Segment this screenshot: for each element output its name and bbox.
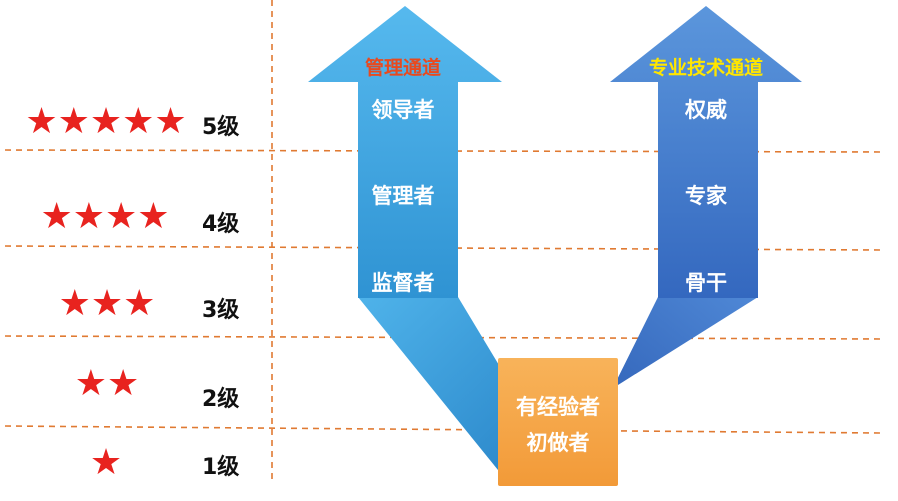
stars-level-5: ★★★★★: [25, 101, 186, 142]
technical-track-diagonal: [592, 297, 758, 430]
management-role-manager: 管理者: [372, 184, 435, 208]
level-4-label: 4级: [202, 211, 239, 237]
level-3-label: 3级: [202, 297, 239, 323]
technical-role-expert: 专家: [685, 184, 728, 208]
stars-level-4: ★★★★: [40, 196, 169, 237]
technical-track-shaft: [610, 6, 802, 298]
base-experienced-label: 有经验者: [516, 395, 600, 419]
base-box: 有经验者 初做者: [498, 358, 618, 486]
stars-level-3: ★★★: [59, 283, 156, 324]
level-divider: [4, 425, 881, 434]
technical-track-title: 专业技术通道: [649, 56, 763, 79]
management-track-diagonal: [358, 297, 538, 470]
management-track-arrow: 管理通道 领导者 管理者 监督者: [308, 6, 538, 470]
level-2-label: 2级: [202, 386, 239, 412]
stars-level-2: ★★: [75, 363, 140, 404]
level-5-label: 5级: [202, 114, 239, 140]
stars-level-1: ★: [90, 442, 122, 483]
technical-role-backbone: 骨干: [685, 271, 727, 295]
management-track-title: 管理通道: [365, 56, 441, 79]
management-role-leader: 领导者: [372, 98, 435, 122]
management-track-shaft: [308, 6, 502, 298]
level-legend: ★★★★★ 5级 ★★★★ 4级 ★★★ 3级 ★★ 2级 ★ 1级: [25, 101, 239, 483]
technical-track-arrow: 专业技术通道 权威 专家 骨干: [592, 6, 802, 430]
base-box-shape: [498, 358, 618, 486]
level-divider: [4, 335, 881, 340]
level-1-label: 1级: [202, 454, 239, 480]
technical-role-authority: 权威: [684, 98, 727, 122]
base-beginner-label: 初做者: [527, 431, 590, 455]
management-role-supervisor: 监督者: [372, 271, 435, 295]
